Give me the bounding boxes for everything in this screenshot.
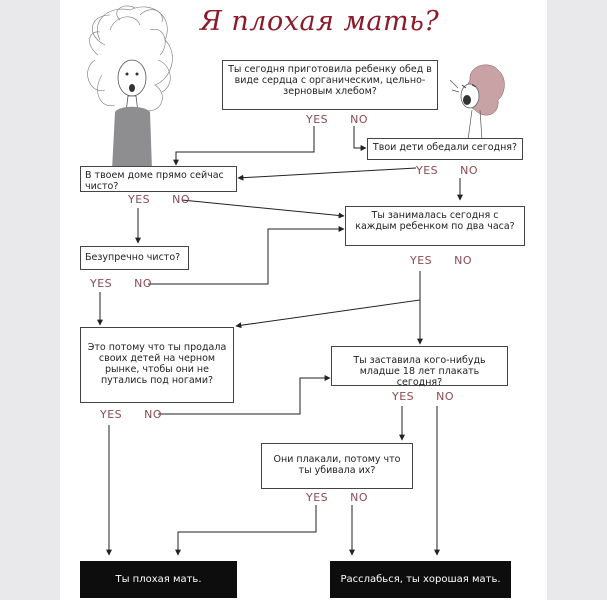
no-label: NO: [172, 193, 191, 206]
question-box-3: В твоем доме прямо сейчас чисто?: [80, 166, 237, 192]
no-label: NO: [350, 113, 369, 126]
yes-label: YES: [306, 491, 329, 504]
question-box-8: Они плакали, потому что ты убивала их?: [261, 443, 413, 489]
page-title: Я плохая мать?: [200, 6, 440, 37]
result-good-mother: Расслабься, ты хорошая мать.: [330, 561, 511, 598]
yes-label: YES: [128, 193, 151, 206]
child-illustration: [450, 64, 505, 140]
question-box-5: Безупречно чисто?: [80, 246, 189, 270]
answer-pair-8: YES NO: [306, 491, 368, 504]
answer-pair-4: YES NO: [410, 254, 472, 267]
yes-label: YES: [410, 254, 433, 267]
yes-label: YES: [100, 408, 123, 421]
answer-pair-1: YES NO: [306, 113, 368, 126]
no-label: NO: [144, 408, 163, 421]
answer-pair-6: YES NO: [100, 408, 162, 421]
no-label: NO: [134, 277, 153, 290]
answer-pair-7: YES NO: [392, 390, 454, 403]
yes-label: YES: [306, 113, 329, 126]
answer-pair-3: YES NO: [128, 193, 190, 206]
yes-label: YES: [416, 164, 439, 177]
question-box-6: Это потому что ты продала своих детей на…: [80, 327, 234, 403]
no-label: NO: [460, 164, 479, 177]
no-label: NO: [350, 491, 369, 504]
question-box-1: Ты сегодня приготовила ребенку обед в ви…: [222, 60, 438, 110]
yes-label: YES: [90, 277, 113, 290]
yes-label: YES: [392, 390, 415, 403]
result-bad-mother: Ты плохая мать.: [80, 561, 237, 598]
woman-illustration: [87, 5, 173, 170]
question-box-7: Ты заставила кого-нибудь младше 18 лет п…: [331, 346, 508, 388]
no-label: NO: [436, 390, 455, 403]
answer-pair-2: YES NO: [416, 164, 478, 177]
answer-pair-5: YES NO: [90, 277, 152, 290]
question-box-4: Ты занималась сегодня с каждым ребенком …: [345, 206, 525, 246]
question-box-2: Твои дети обедали сегодня?: [367, 138, 523, 160]
no-label: NO: [454, 254, 473, 267]
